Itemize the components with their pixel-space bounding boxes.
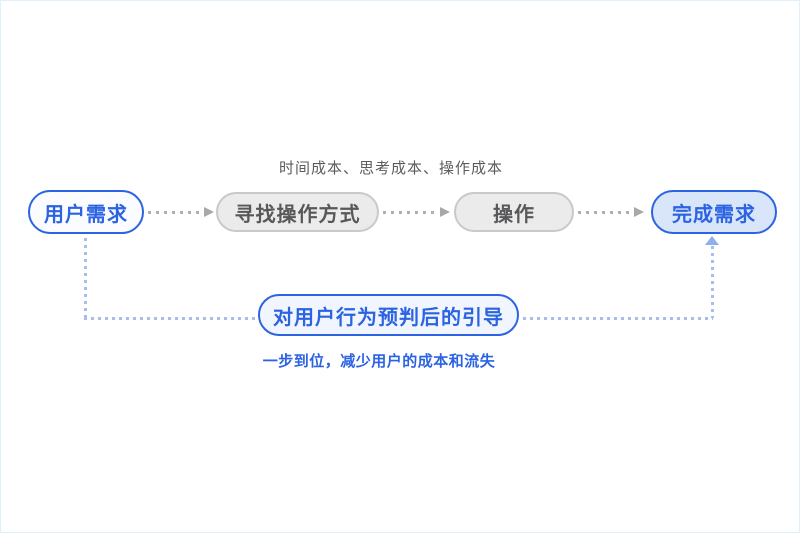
node-operate: 操作 <box>454 192 574 232</box>
dotted-connector-2 <box>383 211 439 214</box>
node-find-method: 寻找操作方式 <box>216 192 379 232</box>
arrow-right-icon <box>440 207 450 217</box>
node-bypass-guidance-label: 对用户行为预判后的引导 <box>273 306 504 329</box>
bypass-connector-left <box>84 317 256 320</box>
node-complete-need: 完成需求 <box>651 190 777 234</box>
arrow-up-icon <box>705 236 719 245</box>
arrow-right-icon <box>204 207 214 217</box>
node-complete-need-label: 完成需求 <box>672 203 756 226</box>
bypass-connector-down <box>84 238 87 318</box>
arrow-right-icon <box>634 207 644 217</box>
bottom-caption: 一步到位，减少用户的成本和流失 <box>262 353 496 370</box>
node-user-need-label: 用户需求 <box>44 203 128 226</box>
node-bypass-guidance: 对用户行为预判后的引导 <box>258 294 519 336</box>
dotted-connector-3 <box>578 211 633 214</box>
costs-label: 时间成本、思考成本、操作成本 <box>278 160 504 177</box>
dotted-connector-1 <box>148 211 204 214</box>
node-user-need: 用户需求 <box>28 190 144 234</box>
bypass-connector-right <box>523 317 713 320</box>
node-operate-label: 操作 <box>493 203 535 226</box>
bypass-connector-up <box>711 246 714 318</box>
node-find-method-label: 寻找操作方式 <box>234 203 361 226</box>
